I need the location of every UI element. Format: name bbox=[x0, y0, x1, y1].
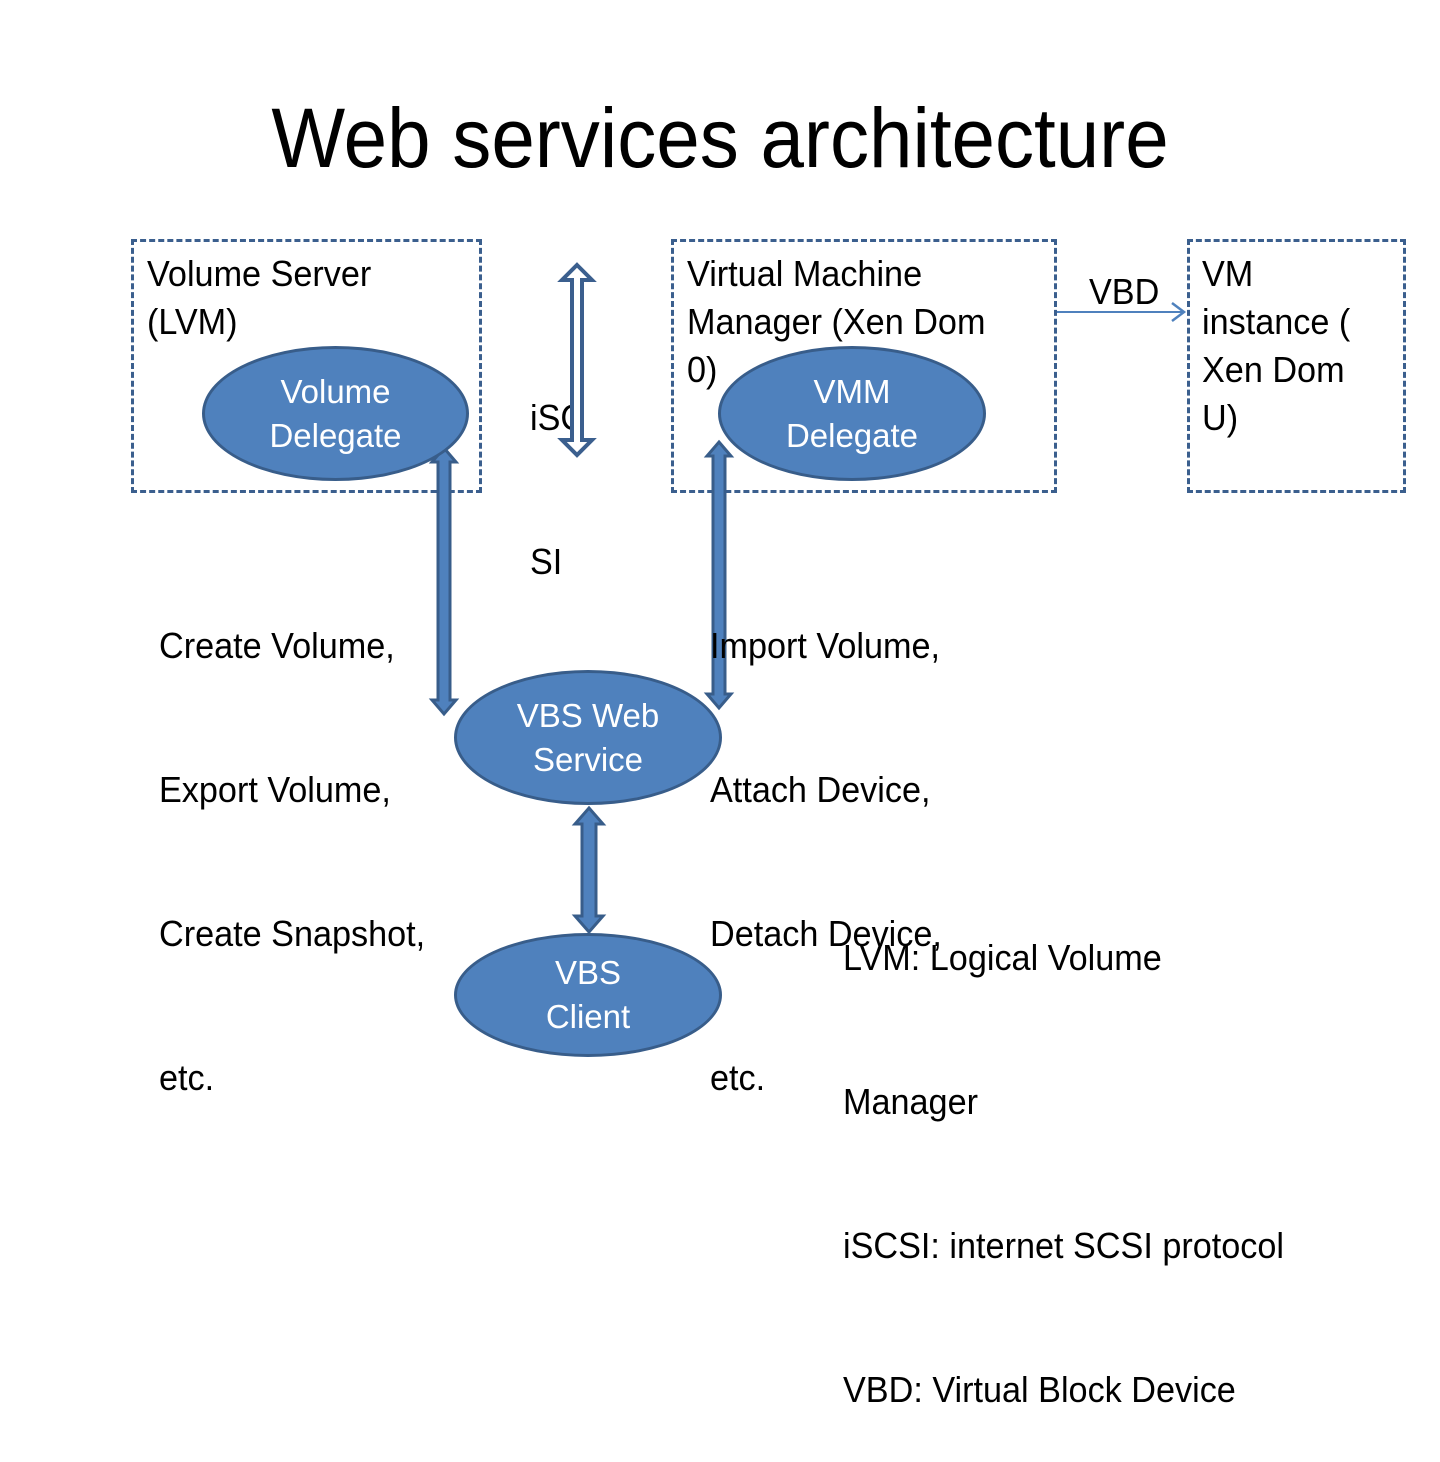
volume-server-label-line: Volume Server bbox=[147, 253, 372, 294]
vmm-delegate-node: VMM Delegate bbox=[718, 346, 986, 481]
slide-title: Web services architecture bbox=[271, 91, 1169, 185]
vmm-label-line: Manager (Xen Dom bbox=[687, 301, 986, 342]
vbs-web-service-label-line: Service bbox=[532, 740, 644, 778]
iscsi-label-line: SI bbox=[530, 541, 563, 582]
vmm-box bbox=[671, 239, 1057, 493]
client-service-double-arrow-icon bbox=[571, 805, 607, 935]
volume-operations-text: Create Volume, Export Volume, Create Sna… bbox=[159, 526, 425, 1150]
legend-line: LVM: Logical Volume bbox=[843, 937, 1162, 978]
vm-instance-label-line: VM bbox=[1202, 253, 1254, 294]
volume-delegate-label-line: Delegate bbox=[269, 416, 402, 454]
iscsi-label-line: iSC bbox=[530, 397, 586, 438]
vmm-operation-line: etc. bbox=[710, 1057, 766, 1098]
vmm-label: Virtual Machine Manager (Xen Dom 0) bbox=[687, 250, 985, 394]
vm-instance-label-line: Xen Dom bbox=[1202, 349, 1345, 390]
volume-server-label-line: (LVM) bbox=[147, 301, 238, 342]
vbd-arrowhead-icon bbox=[1171, 302, 1187, 322]
volume-delegate-label-line: Volume bbox=[280, 372, 391, 410]
vm-instance-box bbox=[1187, 239, 1406, 493]
vbs-client-node: VBS Client bbox=[454, 933, 722, 1057]
vmm-operation-line: Detach Device, bbox=[710, 913, 942, 954]
vmm-delegate-label-line: VMM bbox=[813, 372, 891, 410]
vbs-web-service-node: VBS Web Service bbox=[454, 670, 722, 805]
volume-delegate-node: Volume Delegate bbox=[202, 346, 469, 481]
vmm-operation-line: Attach Device, bbox=[710, 769, 931, 810]
volume-operation-line: Create Volume, bbox=[159, 625, 395, 666]
volume-server-label: Volume Server (LVM) bbox=[147, 250, 371, 346]
volume-operation-line: etc. bbox=[159, 1057, 215, 1098]
vmm-label-line: Virtual Machine bbox=[687, 253, 923, 294]
volume-operation-line: Export Volume, bbox=[159, 769, 391, 810]
legend-line: VBD: Virtual Block Device bbox=[843, 1369, 1236, 1410]
vmm-operations-text: Import Volume, Attach Device, Detach Dev… bbox=[710, 526, 942, 1150]
volume-operation-line: Create Snapshot, bbox=[159, 913, 426, 954]
vm-instance-label-line: U) bbox=[1202, 397, 1239, 438]
volume-server-box bbox=[131, 239, 482, 493]
legend-line: iSCSI: internet SCSI protocol bbox=[843, 1225, 1284, 1266]
vmm-operation-line: Import Volume, bbox=[710, 625, 941, 666]
vm-instance-label: VM instance ( Xen Dom U) bbox=[1202, 250, 1350, 442]
vmm-delegate-label-line: Delegate bbox=[785, 416, 919, 454]
vmm-label-line: 0) bbox=[687, 349, 718, 390]
vm-instance-label-line: instance ( bbox=[1202, 301, 1351, 342]
vbs-client-label-line: VBS bbox=[554, 954, 622, 991]
vbd-label: VBD bbox=[1089, 271, 1160, 312]
vbs-client-label-line: Client bbox=[545, 998, 631, 1035]
vbs-web-service-label-line: VBS Web bbox=[516, 696, 660, 734]
iscsi-label: iSC SI bbox=[530, 298, 585, 634]
